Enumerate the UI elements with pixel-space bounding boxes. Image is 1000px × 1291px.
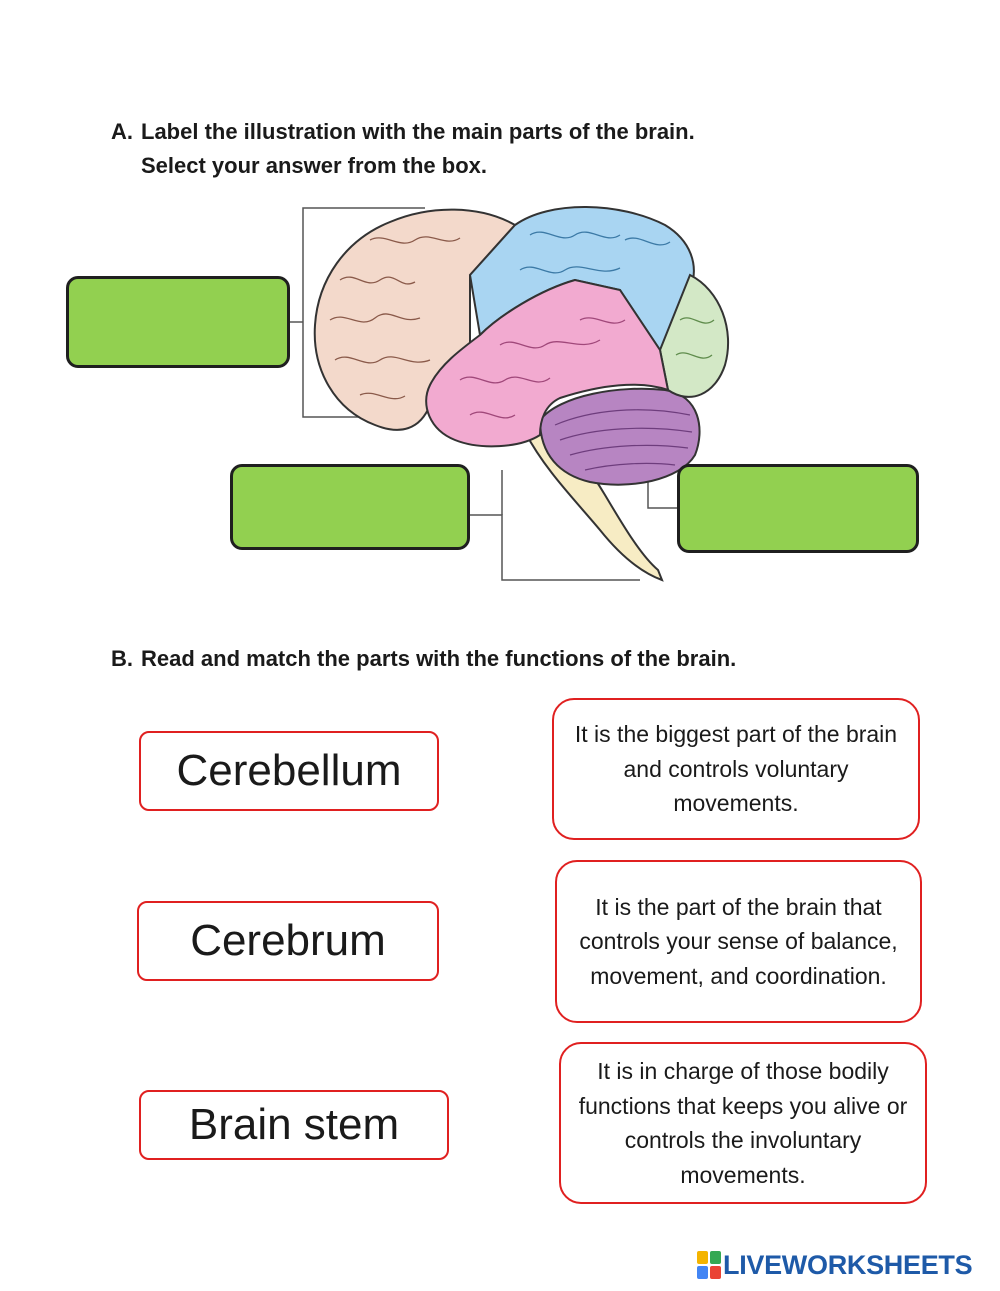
section-a-heading: A. Label the illustration with the main p… — [111, 115, 695, 183]
parietal-gyri — [519, 231, 671, 274]
match-part-brain-stem[interactable]: Brain stem — [139, 1090, 449, 1160]
cerebellum-folds — [554, 409, 693, 471]
section-b-line1: Read and match the parts with the functi… — [141, 646, 737, 671]
match-part-cerebrum[interactable]: Cerebrum — [137, 901, 439, 981]
section-b-letter: B. — [111, 646, 133, 671]
brain-illustration — [290, 206, 730, 582]
match-function-3[interactable]: It is in charge of those bodily function… — [559, 1042, 927, 1204]
cerebellum-shape — [538, 387, 701, 486]
section-b-heading: B. Read and match the parts with the func… — [111, 642, 736, 676]
liveworksheets-logo-icon — [697, 1251, 721, 1279]
section-a-letter: A. — [111, 119, 133, 144]
section-a-line2: Select your answer from the box. — [141, 153, 487, 178]
match-part-cerebellum[interactable]: Cerebellum — [139, 731, 439, 811]
answer-box-brain-stem[interactable] — [230, 464, 470, 550]
liveworksheets-logo-text: LIVEWORKSHEETS — [723, 1249, 973, 1280]
answer-box-cerebrum[interactable] — [66, 276, 290, 368]
temporal-gyri — [459, 317, 626, 419]
match-function-2[interactable]: It is the part of the brain that control… — [555, 860, 922, 1023]
match-function-1[interactable]: It is the biggest part of the brain and … — [552, 698, 920, 840]
occipital-gyri — [675, 317, 715, 359]
section-a-line1: Label the illustration with the main par… — [141, 119, 695, 144]
answer-box-cerebellum[interactable] — [677, 464, 919, 553]
occipital-lobe-shape — [658, 273, 730, 398]
frontal-gyri — [329, 236, 461, 400]
liveworksheets-logo: LIVEWORKSHEETS — [697, 1249, 973, 1280]
